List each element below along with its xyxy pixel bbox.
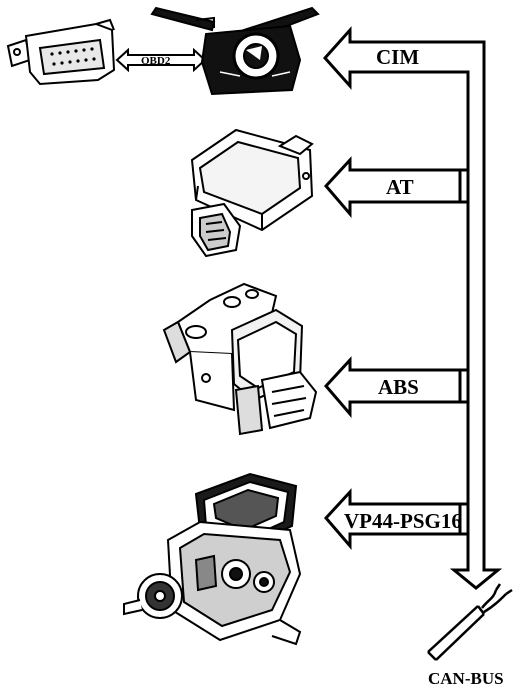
label-canbus: CAN-BUS [428,669,504,688]
can-bus-cable-icon [427,583,513,661]
vp44-bus-arrow [323,488,462,551]
label-vp44: VP44-PSG16 [344,509,462,533]
obd2-connector-icon [6,18,116,86]
abs-bus-arrow [323,356,462,419]
injection-pump-icon [123,472,302,646]
transmission-control-unit-icon [190,128,314,258]
label-abs: ABS [378,375,419,399]
at-bus-arrow [323,156,462,219]
label-cim: CIM [376,45,419,69]
cim-bus-arrow [322,26,503,590]
steering-column-module-icon [150,6,320,96]
trunk-joins [460,168,468,536]
abs-hydraulic-unit-icon [162,282,318,436]
bus-arrows [322,26,503,590]
label-at: AT [386,175,414,199]
label-obd2: OBD2 [141,55,171,67]
